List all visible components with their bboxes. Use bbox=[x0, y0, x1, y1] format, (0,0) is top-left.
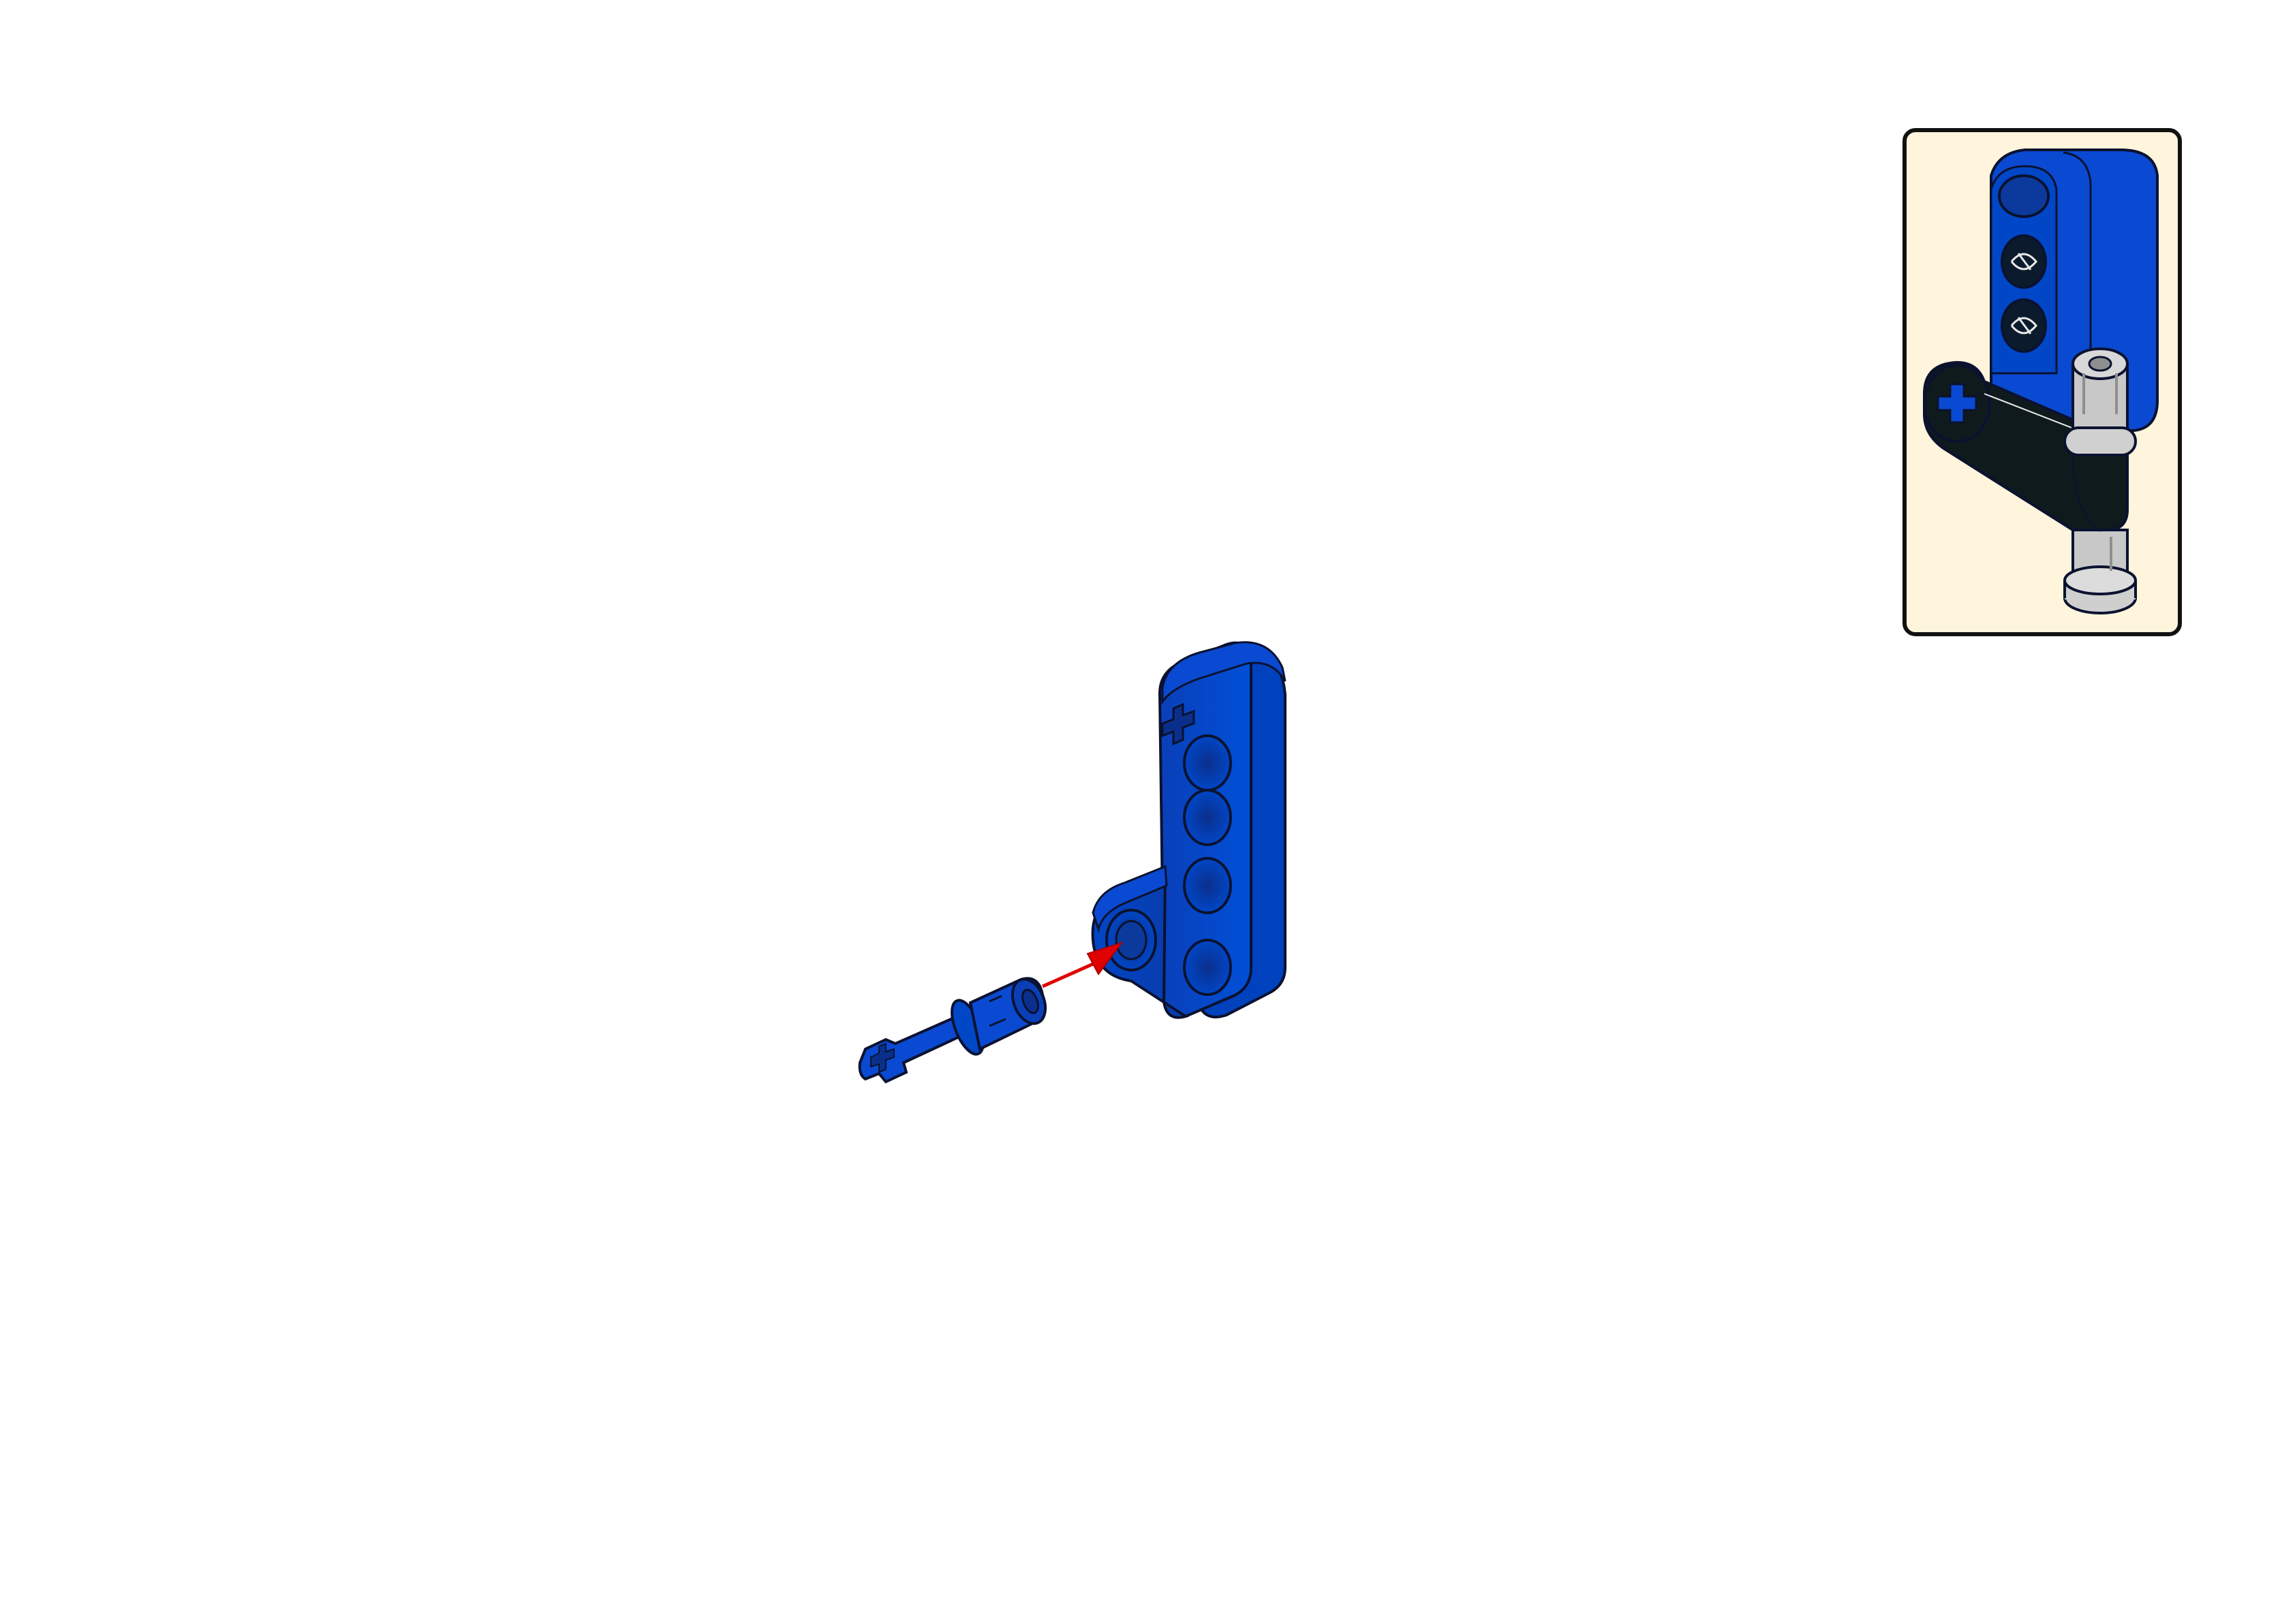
l-beam-short-arm-top bbox=[1092, 864, 1168, 933]
beam-hole bbox=[1183, 857, 1232, 914]
axle-pin-cross-icon bbox=[870, 1042, 895, 1074]
l-beam-part bbox=[1091, 641, 1287, 1019]
axle-hole-icon bbox=[1161, 702, 1195, 746]
beam-hole bbox=[1183, 789, 1232, 846]
target-hole bbox=[1115, 920, 1148, 961]
beam-hole bbox=[1183, 939, 1232, 996]
l-beam-top-cap bbox=[1161, 641, 1287, 705]
axle-pin-axle-end bbox=[858, 1016, 964, 1084]
callout-gray-pin bbox=[2063, 347, 2137, 614]
beam-holes bbox=[1105, 734, 1232, 996]
axle-pin-part bbox=[858, 977, 1047, 1084]
callout-beam-hole bbox=[1998, 174, 2050, 218]
callout-cross-icon bbox=[1937, 383, 1977, 424]
insert-arrow bbox=[1041, 941, 1124, 988]
callout-box bbox=[1903, 128, 2182, 636]
axle-pin-tip-slot bbox=[1021, 988, 1039, 1014]
beam-hole bbox=[1183, 734, 1232, 792]
